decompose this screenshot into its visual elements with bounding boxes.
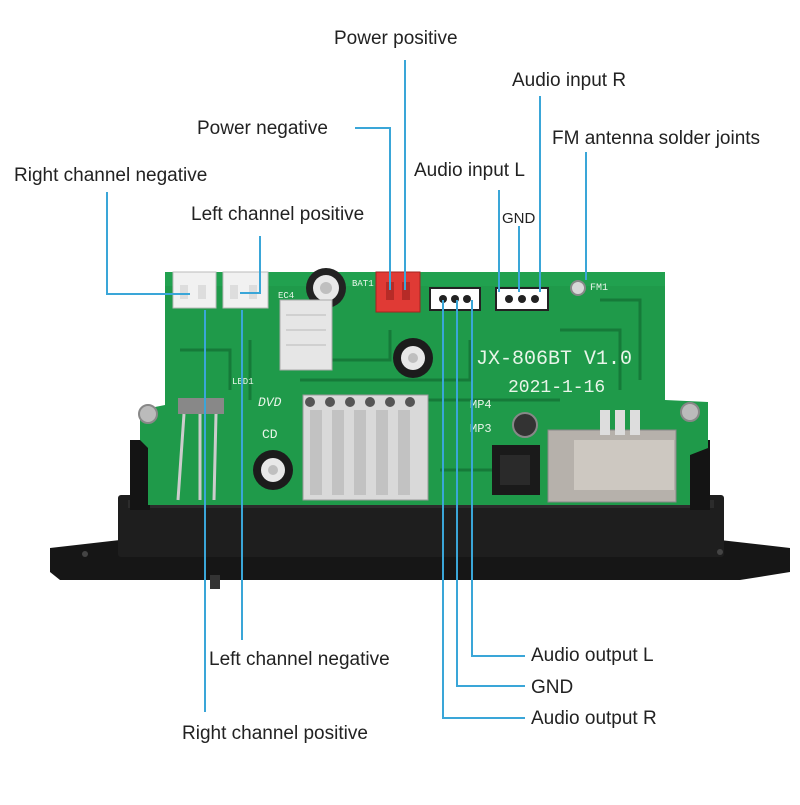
label-right-channel-negative: Right channel negative [14, 165, 208, 186]
microphone [512, 412, 538, 438]
label-left-channel-positive: Left channel positive [191, 204, 365, 225]
label-audio-input-l: Audio input L [414, 160, 525, 181]
label-audio-output-r: Audio output R [531, 708, 657, 729]
leader-right-channel-negative [106, 192, 190, 295]
label-audio-output-l: Audio output L [531, 645, 654, 666]
capacitor-ec4 [279, 268, 346, 371]
leader-audio-output-r [442, 300, 525, 719]
silk-dvd: DVD [258, 395, 282, 410]
silk-ec4: EC4 [278, 291, 294, 301]
audio-in-header [495, 287, 549, 311]
fm-solder-pad [570, 280, 586, 296]
capacitor-lower [253, 450, 293, 490]
power-connector [375, 271, 421, 313]
leader-audio-output-l [471, 300, 525, 657]
silk-mp3: MP3 [470, 422, 492, 436]
speaker-connectors [172, 271, 269, 309]
capacitor-small [393, 338, 433, 378]
leader-gnd-bottom [456, 300, 525, 687]
label-power-positive: Power positive [334, 28, 458, 49]
silkscreen: JX-806BT V1.0 2021-1-16 DVD CD MP4 MP3 B… [232, 279, 632, 442]
aux-jack [492, 445, 540, 495]
leader-lines [106, 60, 587, 719]
label-gnd-top: GND [502, 210, 536, 227]
silk-cd: CD [262, 427, 278, 442]
leader-power-negative [355, 127, 391, 290]
usb-port [547, 410, 677, 503]
leader-left-channel-positive [240, 236, 261, 294]
label-power-negative: Power negative [197, 118, 328, 139]
label-audio-input-r: Audio input R [512, 70, 627, 91]
silk-fm: FM1 [590, 283, 608, 294]
silk-mp4: MP4 [470, 398, 492, 412]
button-array [302, 394, 429, 501]
front-bezel [50, 440, 790, 589]
label-fm-antenna: FM antenna solder joints [552, 128, 761, 149]
label-gnd-bottom: GND [531, 677, 574, 698]
silk-date: 2021-1-16 [508, 378, 605, 398]
label-right-channel-positive: Right channel positive [182, 723, 368, 744]
ir-receiver [176, 398, 224, 501]
silk-bat: BAT1 [352, 279, 374, 289]
silk-model: JX-806BT V1.0 [476, 348, 632, 371]
label-left-channel-negative: Left channel negative [209, 649, 390, 670]
